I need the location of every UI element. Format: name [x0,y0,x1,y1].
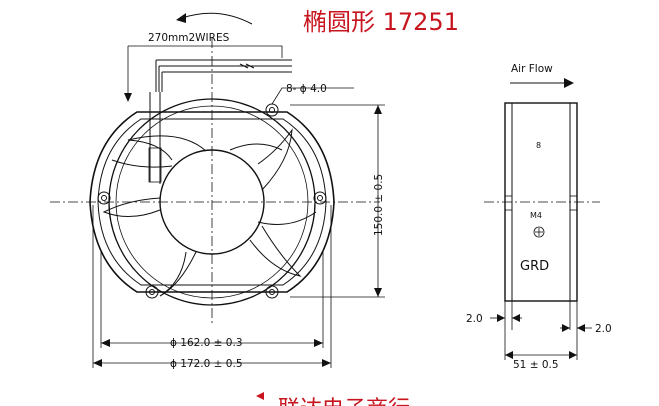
fan-housing-outer [89,111,335,293]
airflow-arrow-head-icon [564,78,574,88]
screw-label: M4 [530,211,542,220]
fan-ring-inner [115,105,309,299]
holes-leader [271,87,354,105]
dia-inner-label: ϕ 162.0 ± 0.3 [170,337,243,349]
wire-clip [148,147,162,183]
fan-housing-inner [97,118,327,286]
holes-label: 8- ϕ 4.0 [286,83,327,95]
height-label: 150.0 ± 0.5 [373,174,385,236]
wires-label: 270mm2WIRES [148,32,230,44]
footer-bullet-icon [256,392,264,400]
wire-annotation: 270mm2WIRES [124,12,292,102]
ground-icon [533,226,545,238]
flange-right-label: 2.0 [595,323,612,335]
airflow-label: Air Flow [511,63,553,75]
wire-channel [149,92,161,184]
depth-label: 51 ± 0.5 [513,359,559,371]
fan-blades [102,128,317,297]
side-view: Air Flow 8 M4 GRD 2.0 2.0 [466,63,612,371]
mounting-holes [97,103,327,299]
fan-hub [159,149,265,255]
footer-text: 联达电子商行 [278,397,410,406]
curved-arrow-head-icon [176,13,186,23]
ground-label: GRD [520,259,549,274]
dia-outer-label: ϕ 172.0 ± 0.5 [170,358,243,370]
front-view: 8- ϕ 4.0 150.0 ± 0.5 ϕ 162.0 ± 0.3 ϕ 172… [50,38,385,370]
drawing-title: 椭圆形 17251 [303,8,459,36]
flange-left-label: 2.0 [466,313,483,325]
down-arrow-icon [124,93,132,102]
svg-text:8: 8 [536,141,541,150]
